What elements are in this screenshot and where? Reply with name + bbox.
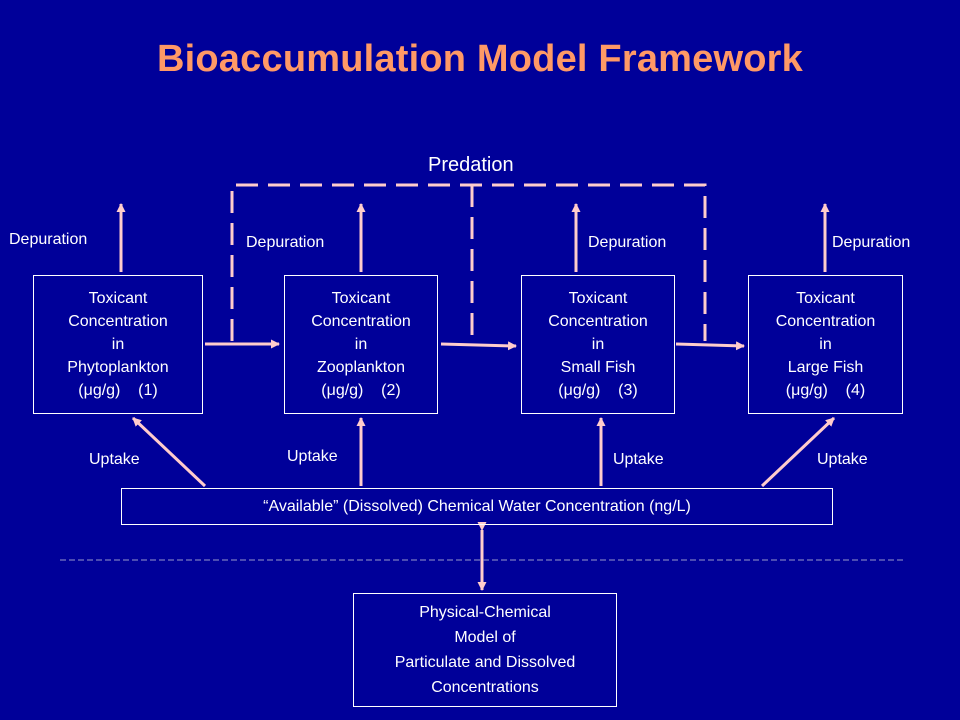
depuration-label-4: Depuration [832, 234, 911, 251]
physical-chemical-model-box: Physical-Chemical Model of Particulate a… [353, 593, 617, 707]
box-line: Toxicant [88, 290, 148, 307]
box-line: Toxicant [568, 290, 628, 307]
uptake-label-2: Uptake [287, 448, 338, 465]
uptake-label-1: Uptake [89, 451, 140, 468]
box-line: Physical-Chemical [419, 604, 551, 621]
box-line: in [354, 336, 368, 353]
compartment-index: (4) [845, 382, 866, 399]
unit: (μg/g) [321, 382, 364, 399]
uptake-label-4: Uptake [817, 451, 868, 468]
water-concentration-box: “Available” (Dissolved) Chemical Water C… [121, 488, 833, 525]
organism-name: Large Fish [787, 359, 864, 376]
box-line: Concentration [311, 313, 411, 330]
compartment-index: (3) [618, 382, 638, 399]
box-line: Particulate and Dissolved [394, 654, 576, 671]
uptake-arrow-1 [131, 416, 207, 488]
water-concentration-text: “Available” (Dissolved) Chemical Water C… [263, 498, 691, 515]
uptake-label-3: Uptake [613, 451, 664, 468]
unit-line: (μg/g) (2) [321, 379, 400, 402]
organism-name: Small Fish [560, 359, 636, 376]
uptake-arrow-4 [760, 416, 836, 488]
compartment-phytoplankton: Toxicant Concentration in Phytoplankton … [33, 275, 203, 414]
compartment-small-fish: Toxicant Concentration in Small Fish (μg… [521, 275, 675, 414]
predation-label: Predation [428, 154, 514, 176]
box-line: Concentrations [431, 679, 539, 696]
organism-name: Zooplankton [316, 359, 406, 376]
depuration-label-3: Depuration [588, 234, 667, 251]
organism-name: Phytoplankton [67, 359, 169, 376]
slide-title: Bioaccumulation Model Framework [157, 38, 803, 80]
depuration-label-2: Depuration [246, 234, 325, 251]
unit: (μg/g) [78, 382, 121, 399]
compartment-index: (2) [381, 382, 401, 399]
box-line: Model of [454, 629, 516, 646]
unit-line: (μg/g) (3) [558, 379, 637, 402]
unit-line: (μg/g) (4) [786, 379, 865, 402]
compartment-large-fish: Toxicant Concentration in Large Fish (μg… [748, 275, 903, 414]
box-line: Concentration [548, 313, 648, 330]
compartment-zooplankton: Toxicant Concentration in Zooplankton (μ… [284, 275, 438, 414]
unit-line: (μg/g) (1) [78, 379, 157, 402]
unit: (μg/g) [558, 382, 601, 399]
box-line: in [111, 336, 125, 353]
transfer-arrow-2-3 [440, 341, 517, 351]
box-line: Toxicant [796, 290, 855, 307]
unit: (μg/g) [785, 382, 828, 399]
predation-loop [230, 183, 707, 341]
box-line: Concentration [68, 313, 168, 330]
box-line: in [819, 336, 832, 353]
transfer-arrow-3-4 [675, 341, 745, 351]
box-line: in [591, 336, 605, 353]
depuration-label-1: Depuration [9, 231, 88, 248]
compartment-index: (1) [138, 382, 158, 399]
box-line: Toxicant [331, 290, 391, 307]
box-line: Concentration [775, 313, 876, 330]
